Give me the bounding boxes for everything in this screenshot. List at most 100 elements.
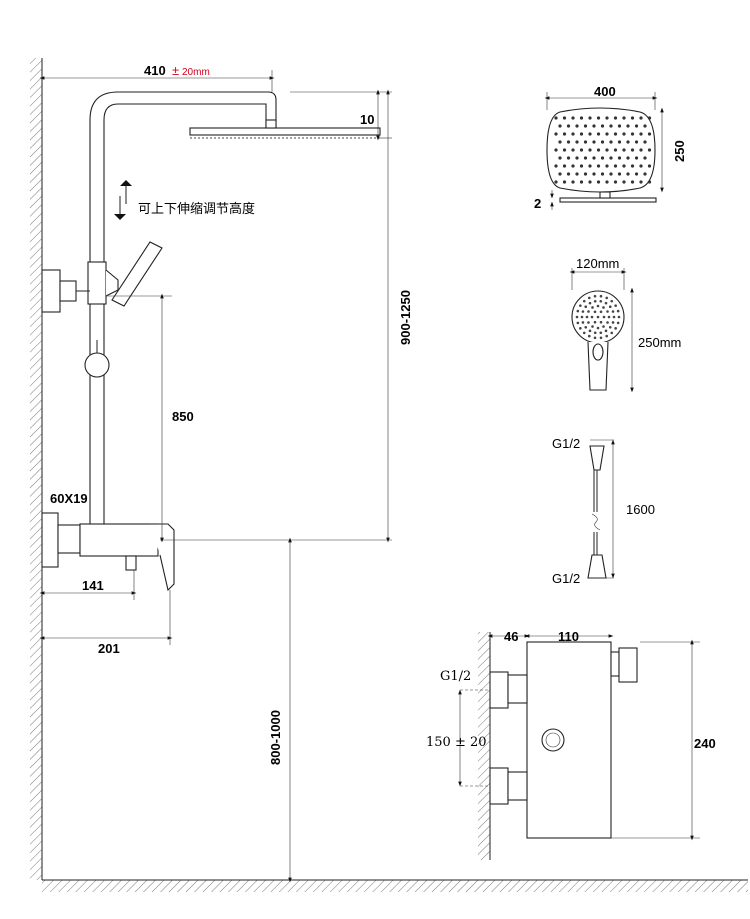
hand-nozzle-dot xyxy=(582,331,586,335)
nozzle-dot xyxy=(639,132,643,136)
nozzle-dot xyxy=(622,180,626,184)
nozzle-dot xyxy=(605,148,609,152)
hand-nozzle-dot xyxy=(588,329,592,333)
hand-nozzle-dot xyxy=(596,315,600,319)
nozzle-dot xyxy=(566,156,571,160)
hand-nozzle-dot xyxy=(608,305,612,309)
nozzle-dot xyxy=(579,116,584,120)
adjust-arrows-icon xyxy=(114,180,132,220)
hand-nozzle-dot xyxy=(581,321,585,324)
nozzle-dot xyxy=(605,180,609,184)
hand-nozzle-dot xyxy=(605,334,609,338)
dim-head-width xyxy=(544,92,658,110)
head-thickness-label: 2 xyxy=(534,196,541,211)
dim-arm-reach xyxy=(39,70,275,92)
nozzle-dot xyxy=(634,172,639,176)
nozzle-dot xyxy=(630,148,635,152)
nozzle-dot xyxy=(562,148,567,152)
hand-nozzle-dot xyxy=(611,310,615,313)
lever-depth-label: 201 xyxy=(98,641,120,656)
hand-nozzle-dot xyxy=(584,325,588,329)
nozzle-dot xyxy=(600,172,605,176)
arm-reach-label: 410 xyxy=(144,63,166,78)
hand-nozzle-dot xyxy=(580,315,584,319)
nozzle-dot xyxy=(639,180,643,184)
hand-diameter-label: 120mm xyxy=(576,256,619,271)
nozzle-dot xyxy=(592,156,596,160)
nozzle-dot xyxy=(609,172,613,176)
hand-nozzle-dot xyxy=(614,327,617,330)
hand-nozzle-dot xyxy=(591,325,594,328)
hose-drawing xyxy=(587,439,614,579)
hand-nozzle-dot xyxy=(575,315,579,319)
hand-nozzle-dot xyxy=(593,320,597,324)
hose-bottom-thread-label: G1/2 xyxy=(552,571,580,586)
hand-nozzle-dot xyxy=(587,334,591,338)
nozzle-dot xyxy=(643,156,647,160)
nozzle-dot xyxy=(575,156,579,160)
inlet-spacing-label: 150 ± 20 xyxy=(426,735,487,750)
nozzle-dot xyxy=(617,156,622,160)
valve-depth-label: 141 xyxy=(82,578,104,593)
nozzle-dot xyxy=(605,132,609,136)
hand-nozzle-dot xyxy=(588,301,592,305)
nozzle-dot xyxy=(588,132,592,136)
head-drop-label: 10 xyxy=(360,112,374,127)
hand-nozzle-dot xyxy=(602,325,605,328)
nozzle-dot xyxy=(562,132,567,136)
nozzle-dot xyxy=(647,164,652,168)
nozzle-dot xyxy=(622,164,626,168)
hand-nozzle-grid xyxy=(575,294,621,340)
nozzle-dot xyxy=(562,180,567,184)
adjust-note: 可上下伸缩调节高度 xyxy=(138,201,255,217)
dim-lever-depth xyxy=(39,590,173,645)
nozzle-dot xyxy=(583,140,588,144)
hand-nozzle-dot xyxy=(616,309,620,313)
nozzle-dot xyxy=(639,164,643,168)
hand-nozzle-dot xyxy=(617,315,621,319)
nozzle-dot xyxy=(643,140,647,144)
nozzle-dot xyxy=(647,116,652,120)
nozzle-dot xyxy=(554,132,558,136)
hand-nozzle-dot xyxy=(585,315,589,319)
hand-nozzle-dot xyxy=(616,321,620,325)
hand-nozzle-dot xyxy=(587,310,590,313)
shower-head-top-view xyxy=(546,107,656,193)
nozzle-dot xyxy=(558,156,562,160)
nozzle-dot xyxy=(571,180,575,184)
nozzle-dot xyxy=(613,148,618,152)
nozzle-dot xyxy=(558,140,562,144)
nozzle-dot xyxy=(575,140,579,144)
nozzle-dot xyxy=(596,116,601,120)
nozzle-dot xyxy=(613,164,618,168)
wall-bracket-upper xyxy=(41,269,90,313)
nozzle-dot xyxy=(596,180,601,184)
hand-nozzle-dot xyxy=(610,331,614,335)
hand-nozzle-dot xyxy=(599,336,603,340)
hand-nozzle-dot xyxy=(593,310,597,314)
arm-tolerance-value: 20mm xyxy=(182,67,210,78)
nozzle-dot xyxy=(596,132,601,136)
hand-nozzle-dot xyxy=(614,304,617,307)
nozzle-dot xyxy=(647,132,652,136)
nozzle-dot xyxy=(558,124,562,128)
nozzle-dot xyxy=(596,164,601,168)
nozzle-dot xyxy=(647,180,652,184)
hose-top-thread-label: G1/2 xyxy=(552,436,580,451)
head-depth-label: 250 xyxy=(672,140,687,162)
hand-nozzle-dot xyxy=(593,294,597,298)
nozzle-dot xyxy=(575,172,579,176)
nozzle-dot xyxy=(558,172,562,176)
nozzle-dot xyxy=(579,132,584,136)
nozzle-dot xyxy=(605,164,609,168)
hand-nozzle-dot xyxy=(593,331,597,335)
hand-nozzle-dot xyxy=(608,325,612,329)
nozzle-dot xyxy=(600,156,605,160)
nozzle-dot xyxy=(617,172,622,176)
nozzle-dot xyxy=(626,140,630,144)
hand-nozzle-dot xyxy=(607,315,611,319)
nozzle-dot xyxy=(613,180,618,184)
dim-valve-depth xyxy=(39,570,137,600)
wall xyxy=(30,58,43,880)
